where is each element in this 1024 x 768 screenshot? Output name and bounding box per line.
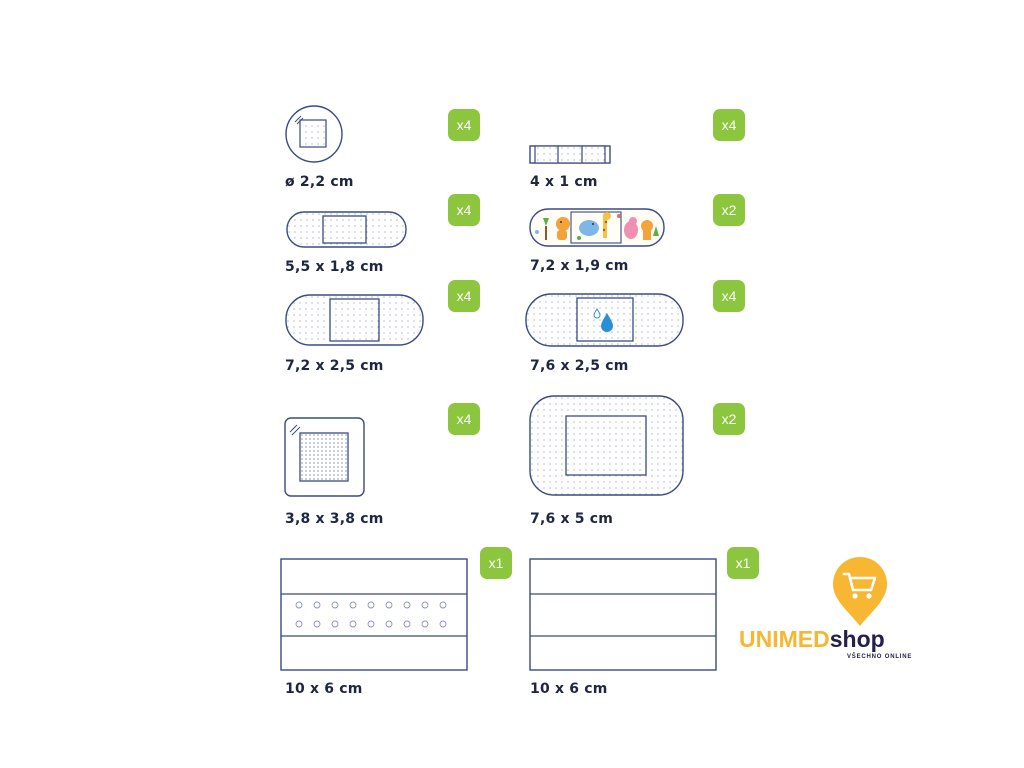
perforated-sheet-icon bbox=[280, 558, 468, 671]
size-label: 7,2 x 2,5 cm bbox=[285, 358, 384, 374]
count-badge: x2 bbox=[713, 194, 745, 226]
logo-part2: shop bbox=[829, 626, 885, 652]
size-label: 7,6 x 2,5 cm bbox=[530, 358, 629, 374]
strip-plaster-icon bbox=[285, 294, 424, 346]
square-plaster-icon bbox=[284, 417, 365, 497]
count-badge: x4 bbox=[713, 109, 745, 141]
logo-wordmark: UNIMEDshop bbox=[739, 626, 885, 653]
unimedshop-logo: UNIMEDshop VŠECHNO ONLINE bbox=[737, 556, 917, 666]
plain-sheet-icon bbox=[529, 558, 717, 671]
small-strip-plaster-icon bbox=[529, 145, 611, 164]
size-label: ø 2,2 cm bbox=[285, 174, 354, 190]
count-badge: x4 bbox=[448, 403, 480, 435]
count-badge: x4 bbox=[448, 194, 480, 226]
logo-part1: UNIMED bbox=[739, 626, 830, 652]
size-label: 10 x 6 cm bbox=[285, 681, 363, 697]
size-label: 10 x 6 cm bbox=[530, 681, 608, 697]
count-badge: x4 bbox=[713, 280, 745, 312]
large-plaster-icon bbox=[529, 395, 684, 496]
size-label: 5,5 x 1,8 cm bbox=[285, 259, 384, 275]
location-pin-cart-icon bbox=[833, 557, 887, 626]
strip-plaster-icon bbox=[286, 211, 407, 248]
count-badge: x4 bbox=[448, 109, 480, 141]
size-label: 7,6 x 5 cm bbox=[530, 511, 614, 527]
count-badge: x4 bbox=[448, 280, 480, 312]
size-label: 3,8 x 3,8 cm bbox=[285, 511, 384, 527]
count-badge: x2 bbox=[713, 403, 745, 435]
kids-plaster-icon bbox=[529, 208, 665, 247]
size-label: 7,2 x 1,9 cm bbox=[530, 258, 629, 274]
logo-tagline: VŠECHNO ONLINE bbox=[847, 654, 913, 660]
count-badge: x1 bbox=[727, 547, 759, 579]
count-badge: x1 bbox=[480, 547, 512, 579]
waterproof-plaster-icon bbox=[525, 293, 684, 347]
size-label: 4 x 1 cm bbox=[530, 174, 598, 190]
round-plaster-icon bbox=[285, 105, 343, 163]
